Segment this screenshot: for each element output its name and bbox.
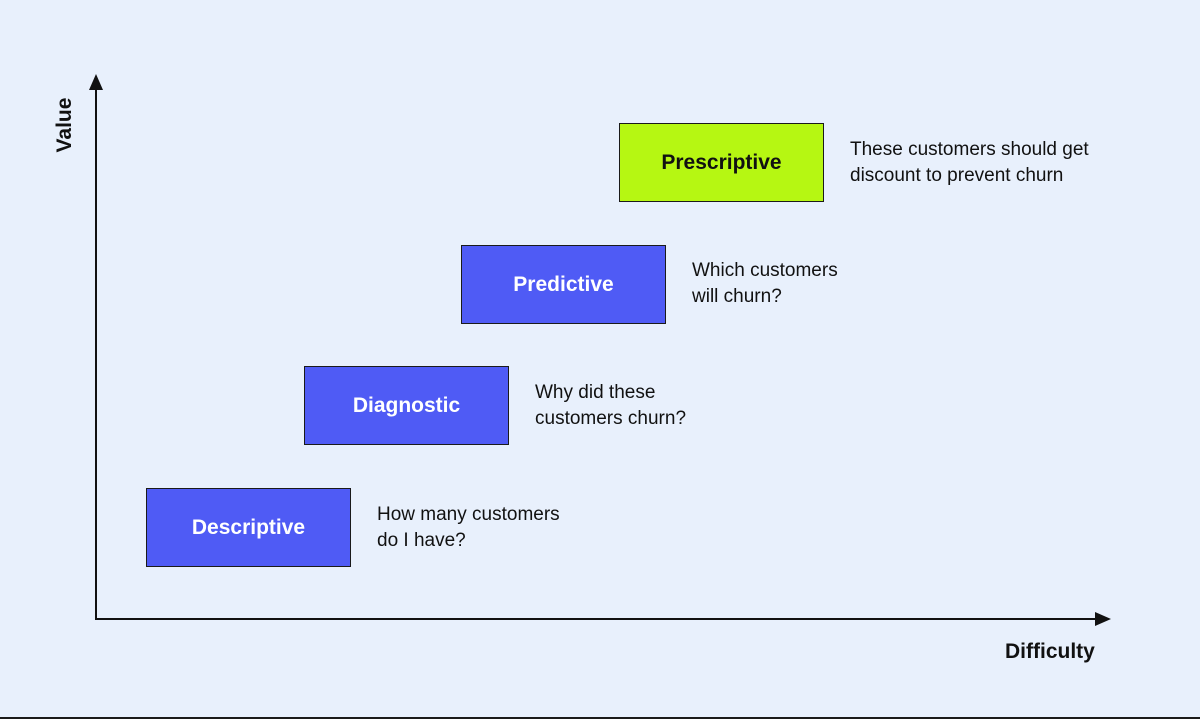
step-description-descriptive: How many customers do I have? xyxy=(377,502,560,554)
step-description-line: Which customers xyxy=(692,260,838,281)
step-description-line: discount to prevent churn xyxy=(850,165,1064,186)
y-axis-arrow-icon xyxy=(89,74,103,90)
step-box-diagnostic: Diagnostic xyxy=(304,366,509,445)
y-axis-label: Value xyxy=(53,97,76,153)
x-axis-arrow-icon xyxy=(1095,612,1111,626)
step-description-predictive: Which customers will churn? xyxy=(692,258,838,310)
step-description-line: will churn? xyxy=(692,286,782,307)
step-description-line: How many customers xyxy=(377,504,560,525)
step-box-predictive: Predictive xyxy=(461,245,666,324)
step-description-line: These customers should get xyxy=(850,139,1089,160)
x-axis-label: Difficulty xyxy=(1005,640,1095,663)
step-description-line: customers churn? xyxy=(535,408,687,429)
step-box-descriptive: Descriptive xyxy=(146,488,351,567)
step-description-diagnostic: Why did these customers churn? xyxy=(535,380,686,432)
step-description-line: do I have? xyxy=(377,530,466,551)
step-description-line: Why did these xyxy=(535,382,656,403)
step-box-prescriptive: Prescriptive xyxy=(619,123,824,202)
step-description-prescriptive: These customers should get discount to p… xyxy=(850,137,1089,189)
